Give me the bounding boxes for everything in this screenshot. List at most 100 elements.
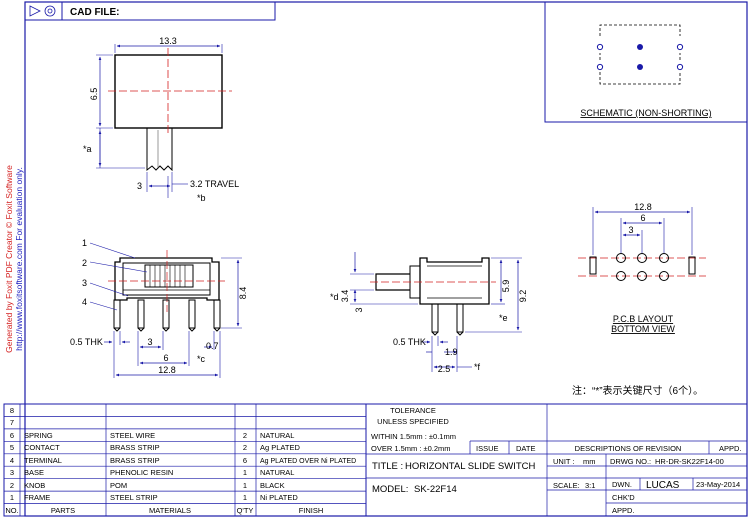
- dim-label-b: *b: [197, 193, 206, 203]
- row-no: 8: [10, 406, 14, 415]
- row-qty: 1: [243, 481, 247, 490]
- callout-4: 4: [82, 297, 87, 307]
- tolerance-line1: WITHIN 1.5mm : ±0.1mm: [371, 432, 456, 441]
- unit-value: mm: [583, 457, 596, 466]
- row-no: 6: [10, 431, 14, 440]
- header-bar: CAD FILE:: [24, 1, 276, 21]
- dim-label-e: *e: [499, 313, 508, 323]
- row-qty: 2: [243, 443, 247, 452]
- dwn-value: LUCAS: [646, 480, 680, 491]
- row-qty: 1: [243, 493, 247, 502]
- header-no: NO.: [5, 506, 18, 515]
- pcb-holes: [589, 253, 696, 281]
- top-view: 13.3 6.5 *a 3 3.2 TRAVEL *b: [83, 36, 239, 203]
- side-dim-92: 9.2: [518, 290, 528, 303]
- title-label: TITLE :: [372, 461, 403, 472]
- drwg-value: HR-DR-SK22F14-00: [655, 457, 724, 466]
- dwn-date: 23-May-2014: [696, 480, 740, 489]
- front-pitch-dim: 3: [147, 337, 152, 347]
- front-width-dim: 12.8: [158, 365, 176, 375]
- pcb-title-2: BOTTOM VIEW: [611, 324, 675, 334]
- front-height-dim: 8.4: [238, 287, 248, 300]
- callout-3: 3: [82, 278, 87, 288]
- front-view: 1 2 3 4 8.4 0.5 THK 3 0.7 6 *c 12.8: [70, 238, 248, 378]
- pcb-dim-6: 6: [640, 213, 645, 223]
- row-material: PHENOLIC RESIN: [110, 468, 173, 477]
- row-material: BRASS STRIP: [110, 456, 160, 465]
- row-part: CONTACT: [24, 443, 60, 452]
- row-no: 3: [10, 468, 14, 477]
- schematic: SCHEMATIC (NON-SHORTING): [544, 1, 748, 123]
- dim-label-f: *f: [474, 362, 481, 372]
- front-small-dim: 0.7: [206, 341, 219, 351]
- row-part: FRAME: [24, 493, 50, 502]
- row-material: POM: [110, 481, 127, 490]
- row-material: BRASS STRIP: [110, 443, 160, 452]
- row-finish: Ag PLATED: [260, 443, 300, 452]
- dim-label-d: *d: [330, 292, 339, 302]
- appd-label: APPD.: [719, 444, 742, 453]
- parts-table: 8 7 6 SPRING STEEL WIRE 2 NATURAL 5 CONT…: [3, 403, 367, 517]
- front-thk-dim: 0.5 THK: [70, 337, 103, 347]
- row-finish: Ag PLATED OVER Ni PLATED: [260, 458, 356, 465]
- tolerance-subtitle: UNLESS SPECIFIED: [377, 417, 449, 426]
- header-qty: Q'TY: [237, 506, 254, 515]
- row-part: TERMINAL: [24, 456, 62, 465]
- top-width-dim: 13.3: [159, 36, 177, 46]
- front-terminals: [113, 299, 221, 332]
- row-no: 7: [10, 418, 14, 427]
- table-row: 4 TERMINAL BRASS STRIP 6 Ag PLATED OVER …: [10, 456, 356, 465]
- row-no: 1: [10, 493, 14, 502]
- unit-label: UNIT :: [553, 457, 575, 466]
- table-row: 5 CONTACT BRASS STRIP 2 Ag PLATED: [10, 443, 301, 452]
- appd2-label: APPD.: [612, 506, 635, 515]
- watermark: Generated by Foxit PDF Creator © Foxit S…: [4, 165, 24, 353]
- side-thk-dim: 0.5 THK: [393, 337, 426, 347]
- pcb-layout: 12.8 6 3 P.C.B LAYOUT BOTTOM VIEW: [578, 202, 706, 334]
- header-finish: FINISH: [299, 506, 324, 515]
- watermark-line2: http://www.foxitsoftware.com For evaluat…: [14, 167, 24, 351]
- row-part: BASE: [24, 468, 44, 477]
- table-row: 3 BASE PHENOLIC RESIN 1 NATURAL: [10, 468, 295, 477]
- header-materials: MATERIALS: [149, 506, 191, 515]
- side-dim-34: 3.4: [340, 290, 350, 303]
- row-no: 5: [10, 443, 14, 452]
- drwg-label: DRWG NO.:: [610, 457, 651, 466]
- watermark-line1: Generated by Foxit PDF Creator © Foxit S…: [4, 165, 14, 353]
- row-no: 4: [10, 456, 14, 465]
- schematic-title: SCHEMATIC (NON-SHORTING): [580, 108, 711, 118]
- model-label: MODEL:: [372, 484, 408, 495]
- model-value: SK-22F14: [414, 484, 457, 495]
- dim-label-a: *a: [83, 144, 92, 154]
- table-row: 1 FRAME STEEL STRIP 1 Ni PLATED: [10, 493, 298, 502]
- row-finish: NATURAL: [260, 468, 294, 477]
- row-part: KNOB: [24, 481, 45, 490]
- dwn-label: DWN.: [612, 480, 632, 489]
- row-no: 2: [10, 481, 14, 490]
- side-view: *d 3.4 3 5.9 9.2 *e 0.5 THK 1.9 2.5 *f: [330, 252, 528, 374]
- table-row: 8: [10, 406, 14, 415]
- title-block: TOLERANCE UNLESS SPECIFIED WITHIN 1.5mm …: [365, 403, 748, 517]
- side-dim-19: 1.9: [445, 347, 458, 357]
- revision-label: DESCRIPTIONS OF REVISION: [575, 444, 682, 453]
- dim-label-c: *c: [197, 354, 206, 364]
- critical-dims-note: 注：“*”表示关键尺寸（6个）。: [572, 384, 703, 397]
- pcb-title-1: P.C.B LAYOUT: [613, 314, 674, 324]
- pcb-dim-3: 3: [628, 225, 633, 235]
- drawing-title: HORIZONTAL SLIDE SWITCH: [405, 461, 536, 472]
- side-dim-59: 5.9: [501, 280, 511, 293]
- row-qty: 6: [243, 456, 247, 465]
- chkd-label: CHK'D: [612, 493, 635, 502]
- tolerance-title: TOLERANCE: [390, 406, 436, 415]
- top-height-dim: 6.5: [89, 88, 99, 101]
- table-row: 7: [10, 418, 14, 427]
- header-parts: PARTS: [51, 506, 75, 515]
- tolerance-line2: OVER 1.5mm : ±0.2mm: [371, 444, 451, 453]
- side-dim-25: 2.5: [438, 364, 451, 374]
- row-finish: BLACK: [260, 481, 285, 490]
- side-dim-3: 3: [354, 307, 364, 312]
- row-part: SPRING: [24, 431, 53, 440]
- row-qty: 1: [243, 468, 247, 477]
- row-finish: Ni PLATED: [260, 493, 298, 502]
- table-row: 2 KNOB POM 1 BLACK: [10, 481, 285, 490]
